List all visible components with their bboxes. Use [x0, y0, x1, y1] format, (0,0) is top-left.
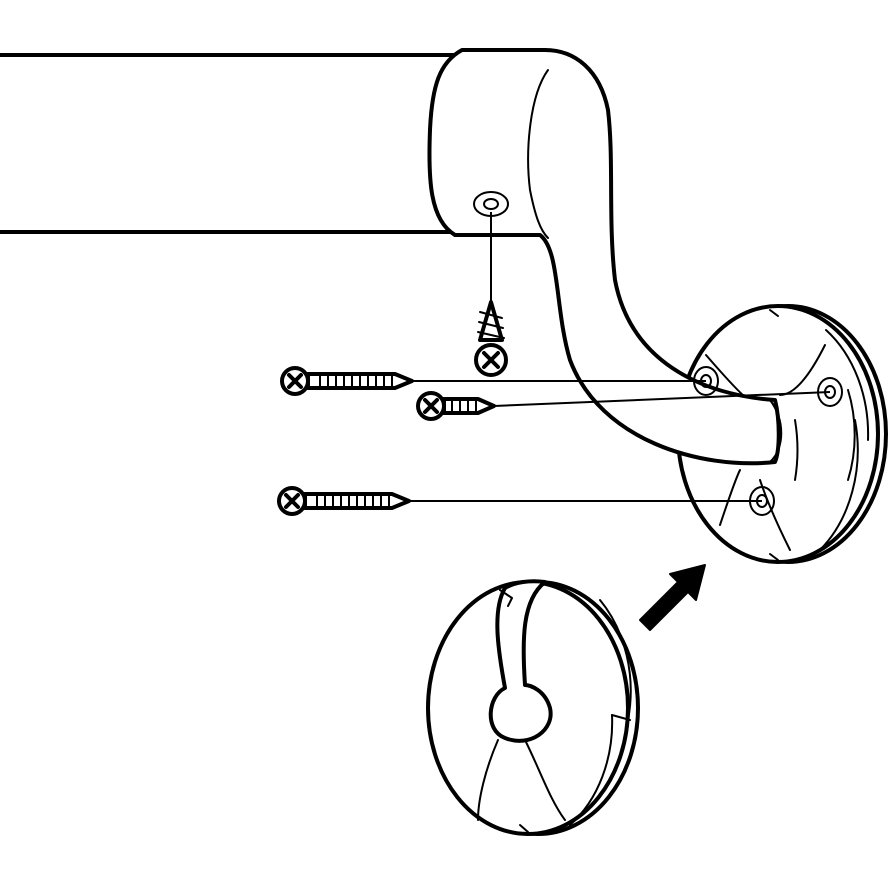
wall-screw-top: [280, 366, 706, 396]
split-cover-plate: [426, 579, 640, 836]
rail-fixing-screw: [473, 191, 509, 377]
plate-screw: [416, 391, 831, 421]
bracket-elbow: [427, 48, 783, 466]
plate-screw-holes: [693, 366, 843, 516]
wall-screw-bottom: [277, 486, 762, 516]
handrail-tube: [0, 53, 464, 234]
install-direction-arrow: [639, 564, 706, 631]
